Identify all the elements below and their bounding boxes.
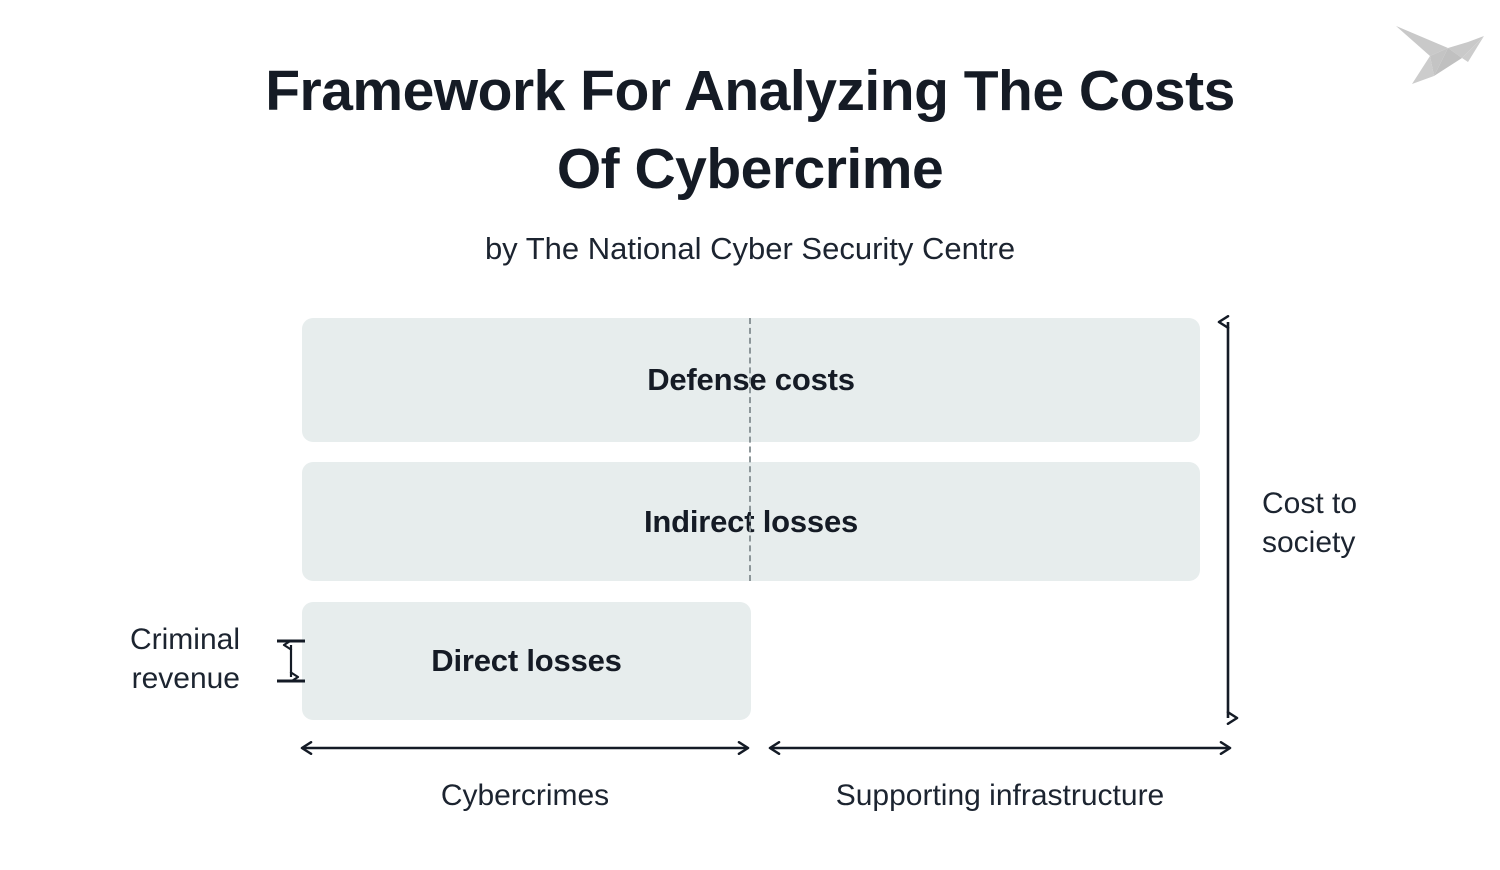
layer-box-indirect-losses: Indirect losses	[302, 462, 1200, 581]
origami-bird-logo	[1390, 18, 1490, 88]
annotation-criminal-revenue-line-1: Criminal	[129, 623, 240, 656]
layer-label-defense-costs: Defense costs	[647, 362, 855, 397]
layer-label-direct-losses: Direct losses	[431, 643, 622, 678]
annotation-cost-to-society-line-2: society	[1262, 526, 1356, 559]
page-title-line-1: Framework For Analyzing The Costs	[265, 59, 1235, 123]
annotation-supporting-infrastructure: Supporting infrastructure	[835, 779, 1165, 812]
criminal-revenue-dimension-arrow	[277, 639, 305, 683]
annotation-criminal-revenue: Criminal revenue	[60, 620, 240, 698]
page-title-line-2: Of Cybercrime	[556, 137, 944, 201]
page-subtitle: by The National Cyber Security Centre	[484, 231, 1016, 266]
annotation-cost-to-society-line-1: Cost to	[1262, 487, 1358, 520]
annotation-cybercrimes: Cybercrimes	[440, 779, 610, 812]
vertical-dashed-divider	[749, 318, 751, 581]
layer-box-defense-costs: Defense costs	[302, 318, 1200, 442]
annotation-cost-to-society: Cost to society	[1262, 484, 1452, 562]
layer-box-direct-losses: Direct losses	[302, 602, 751, 720]
annotation-criminal-revenue-line-2: revenue	[131, 662, 240, 695]
layer-label-indirect-losses: Indirect losses	[643, 503, 859, 539]
page-title: Framework For Analyzing The Costs Of Cyb…	[230, 52, 1270, 208]
